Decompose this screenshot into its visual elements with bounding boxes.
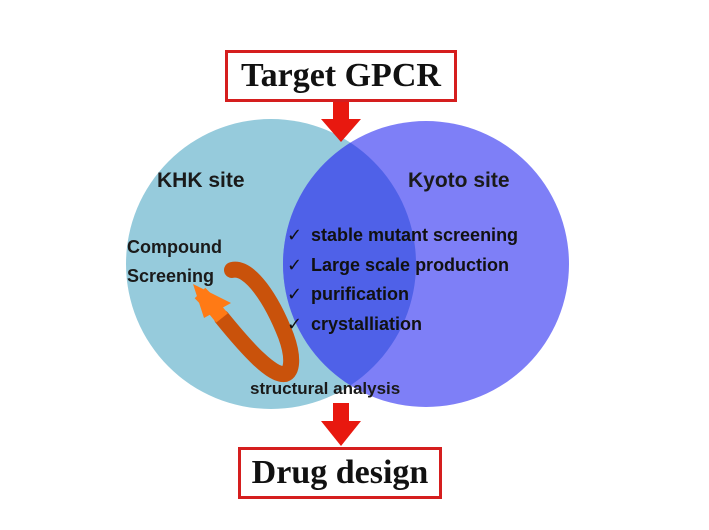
list-item-label: crystalliation	[311, 313, 423, 334]
curved-arrow-icon	[193, 261, 300, 382]
compound-screening-line: Screening	[127, 266, 215, 286]
compound-screening-line: Compound	[127, 237, 222, 257]
down-arrow-icon	[321, 403, 361, 446]
list-item-label: purification	[311, 284, 409, 304]
list-item-label: stable mutant screening	[311, 225, 519, 245]
down-arrow-icon	[321, 102, 361, 142]
kyoto-site-label: Kyoto site	[408, 169, 510, 192]
list-item: ✓ crystalliation	[287, 310, 518, 340]
structural-analysis-label: structural analysis	[250, 379, 401, 398]
check-icon: ✓	[287, 225, 303, 245]
overlap-region	[283, 121, 416, 407]
list-item-label: Large scale production	[311, 254, 510, 275]
check-icon: ✓	[287, 313, 303, 334]
compound-screening-label: Compound Screening	[127, 233, 222, 291]
check-icon: ✓	[287, 284, 303, 304]
list-item: ✓ purification	[287, 280, 518, 310]
overlap-task-list: ✓ stable mutant screening ✓ Large scale pr…	[287, 221, 518, 339]
target-gpcr-label: Target GPCR	[241, 57, 441, 94]
list-item: ✓ Large scale production	[287, 251, 518, 281]
list-item: ✓ stable mutant screening	[287, 221, 518, 251]
khk-site-label: KHK site	[157, 169, 245, 192]
target-gpcr-box: Target GPCR	[225, 50, 457, 102]
drug-design-label: Drug design	[251, 454, 429, 491]
drug-design-box: Drug design	[238, 447, 442, 499]
check-icon: ✓	[287, 254, 303, 275]
